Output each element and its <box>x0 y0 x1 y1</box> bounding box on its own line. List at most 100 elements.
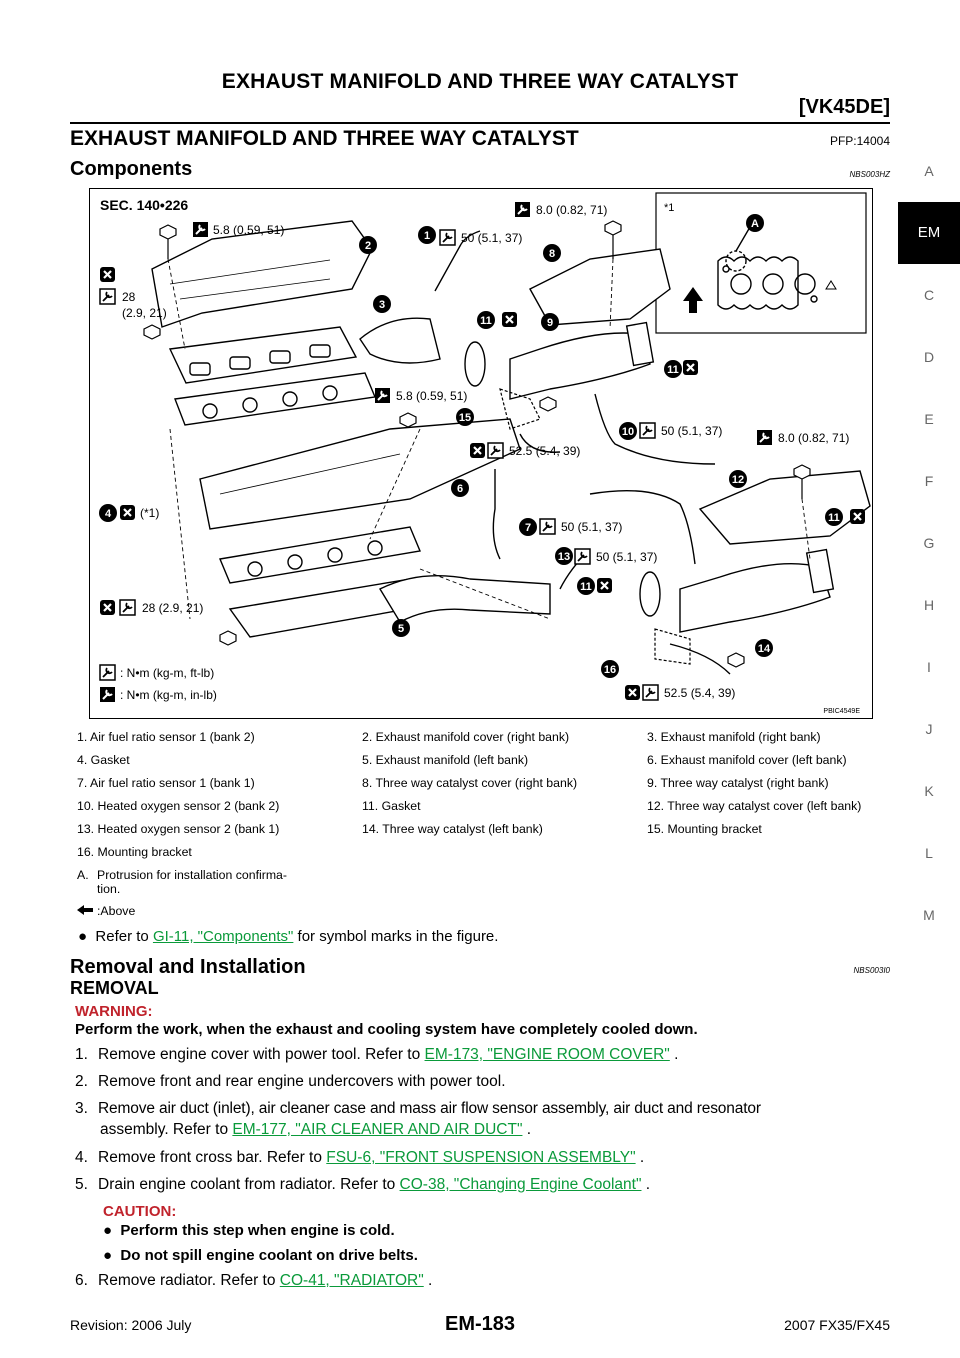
step-1: 1.Remove engine cover with power tool. R… <box>75 1046 891 1064</box>
step-text: Remove radiator. Refer to <box>98 1272 280 1289</box>
step-text: Remove front and rear engine undercovers… <box>98 1073 506 1090</box>
index-tab-em[interactable]: EM <box>898 202 960 264</box>
sec-label: SEC. 140•226 <box>100 197 188 213</box>
footer-revision: Revision: 2006 July <box>70 1317 192 1333</box>
callout-11: 11 <box>828 512 840 524</box>
step-number: 3. <box>75 1100 88 1117</box>
index-tab-g[interactable]: G <box>923 535 935 551</box>
callout-a-marker <box>746 214 764 232</box>
table-row: 16. Mounting bracket <box>70 841 870 864</box>
note-a-label: A. <box>77 868 89 882</box>
torque-label: 50 (5.1, 37) <box>561 520 622 534</box>
table-cell: 14. Three way catalyst (left bank) <box>362 822 543 836</box>
note-arrow-cell: :Above <box>70 900 355 923</box>
caution-item-1: ● Perform this step when engine is cold. <box>103 1222 395 1239</box>
index-tab-m[interactable]: M <box>923 907 935 923</box>
index-tab-e[interactable]: E <box>924 411 934 427</box>
table-cell: 11. Gasket <box>362 799 421 813</box>
section-index-tabs: A EM C D E F G H I J K L M <box>898 140 960 946</box>
link-fsu-6[interactable]: FSU-6, "FRONT SUSPENSION ASSEMBLY" <box>326 1149 636 1166</box>
index-tab-h[interactable]: H <box>923 597 935 613</box>
table-cell: 3. Exhaust manifold (right bank) <box>647 730 821 744</box>
torque-label: 50 (5.1, 37) <box>661 424 722 438</box>
warning-text: Perform the work, when the exhaust and c… <box>75 1021 698 1038</box>
torque-label: 50 (5.1, 37) <box>461 231 522 245</box>
header-rule <box>70 122 890 124</box>
components-figure: SEC. 140•226 *1 A <box>89 188 873 719</box>
leader-lines <box>167 258 811 620</box>
index-tab-a[interactable]: A <box>924 163 934 179</box>
caution-label: CAUTION: <box>103 1203 177 1220</box>
link-co-41[interactable]: CO-41, "RADIATOR" <box>279 1272 424 1289</box>
catalyst-cover-left <box>698 470 871 545</box>
legend-nm-in: : N•m (kg-m, in-lb) <box>120 688 217 702</box>
legend-nm: : N•m (kg-m, ft-lb) <box>120 666 214 680</box>
torque-label: 5.8 (0.59, 51) <box>213 223 284 237</box>
table-cell: 4. Gasket <box>77 753 130 767</box>
gasket-left <box>219 526 421 584</box>
table-row: :Above <box>70 900 870 923</box>
torque-label: 50 (5.1, 37) <box>596 550 657 564</box>
detail-note-ref: *1 <box>664 202 674 214</box>
catalyst-left <box>639 548 835 633</box>
table-row: 7. Air fuel ratio sensor 1 (bank 1) 8. T… <box>70 772 870 795</box>
table-cell: 16. Mounting bracket <box>77 845 192 859</box>
callout-11: 11 <box>480 315 492 327</box>
index-tab-i[interactable]: I <box>927 659 931 675</box>
callout-5: 5 <box>398 623 404 635</box>
index-tab-f[interactable]: F <box>924 473 934 489</box>
link-co-38[interactable]: CO-38, "Changing Engine Coolant" <box>399 1176 642 1193</box>
callout-8: 8 <box>549 248 555 260</box>
step-text-end: . <box>522 1121 532 1138</box>
step-number: 1. <box>75 1046 88 1063</box>
pfp-code: PFP:14004 <box>829 134 890 148</box>
callout-13: 13 <box>558 551 570 563</box>
table-cell: 7. Air fuel ratio sensor 1 (bank 1) <box>77 776 255 790</box>
removal-subheading: REMOVAL <box>70 978 159 998</box>
manifold-cover-left <box>199 418 521 530</box>
bullet-icon: ● <box>103 1222 113 1239</box>
table-cell: 2. Exhaust manifold cover (right bank) <box>362 730 570 744</box>
callout-14: 14 <box>758 643 771 655</box>
link-em-173[interactable]: EM-173, "ENGINE ROOM COVER" <box>424 1046 670 1063</box>
step-number: 6. <box>75 1272 88 1289</box>
index-tab-k[interactable]: K <box>924 783 934 799</box>
manifold-right <box>168 317 441 384</box>
note-a-text-2: tion. <box>97 882 121 896</box>
index-tab-j[interactable]: J <box>925 721 933 737</box>
components-code: NBS003HZ <box>849 170 890 179</box>
callout-6: 6 <box>457 483 463 495</box>
table-cell: 13. Heated oxygen sensor 2 (bank 1) <box>77 822 280 836</box>
callout-10: 10 <box>622 426 634 438</box>
index-tab-d[interactable]: D <box>923 349 935 365</box>
symbol-reference-note: ● Refer to GI-11, "Components" for symbo… <box>78 928 498 945</box>
step-text-end: . <box>641 1176 651 1193</box>
brackets <box>499 388 691 665</box>
page-header-title: EXHAUST MANIFOLD AND THREE WAY CATALYST <box>221 70 739 93</box>
step-text: Remove air duct (inlet), air cleaner cas… <box>98 1100 761 1117</box>
torque-label: 5.8 (0.59, 51) <box>396 389 467 403</box>
callout-1: 1 <box>424 230 430 242</box>
callout-11: 11 <box>580 581 592 593</box>
table-cell: 15. Mounting bracket <box>647 822 762 836</box>
gasket-note: (*1) <box>140 506 159 520</box>
callouts: 1 2 3 4 5 6 7 8 9 10 11 12 13 14 15 16 1… <box>99 226 843 678</box>
index-tab-c[interactable]: C <box>923 287 935 303</box>
table-cell: 12. Three way catalyst cover (left bank) <box>647 799 862 813</box>
link-em-177[interactable]: EM-177, "AIR CLEANER AND AIR DUCT" <box>232 1121 523 1138</box>
sensor-wires <box>434 230 731 675</box>
bolts <box>143 220 811 668</box>
note-a-cell: A. Protrusion for installation confirma-t… <box>70 864 355 900</box>
table-cell: 10. Heated oxygen sensor 2 (bank 2) <box>77 799 280 813</box>
refer-text-end: for symbol marks in the figure. <box>293 928 499 945</box>
link-gi-11[interactable]: GI-11, "Components" <box>152 928 294 945</box>
step-number: 4. <box>75 1149 88 1166</box>
callout-15: 15 <box>459 412 471 424</box>
callout-4: 4 <box>105 508 112 520</box>
caution-item-2: ● Do not spill engine coolant on drive b… <box>103 1247 418 1264</box>
callout-9: 9 <box>547 317 553 329</box>
note-a-text-1: Protrusion for installation confirma- <box>97 868 287 882</box>
torque-label: 52.5 (5.4, 39) <box>509 444 580 458</box>
index-tab-l[interactable]: L <box>925 845 933 861</box>
callout-16: 16 <box>604 664 616 676</box>
